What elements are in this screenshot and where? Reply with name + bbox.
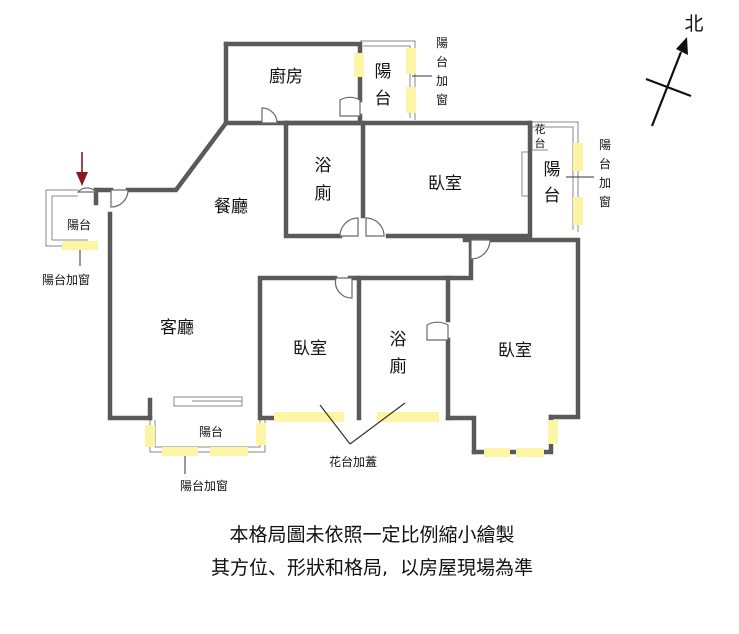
door [365, 217, 385, 237]
bath-1-label: 廁 [315, 183, 332, 204]
walls [93, 41, 581, 455]
flower-bed-cover-lines [319, 402, 406, 445]
balcony-top-label: 台 [375, 89, 392, 109]
door [470, 239, 491, 260]
bath-2-label: 廁 [390, 356, 407, 377]
window [573, 197, 583, 225]
window [548, 420, 558, 444]
balcony-window-right-note: 陽 [599, 138, 611, 152]
door [110, 189, 129, 208]
flower-bed-cover-note: 花台加蓋 [329, 454, 377, 469]
window [145, 425, 155, 447]
door [76, 187, 98, 193]
balcony-left-label: 陽台 [67, 217, 91, 232]
dining-label: 餐廳 [214, 197, 248, 217]
balcony-window-right-note: 台 [599, 156, 611, 171]
bedroom-top-label: 臥室 [428, 174, 462, 194]
leader-lines [79, 75, 594, 474]
north-label: 北 [684, 13, 703, 35]
flower-bed-label: 花 [535, 123, 546, 136]
kitchen-label: 廚房 [269, 66, 303, 87]
balcony-outlines [45, 40, 579, 453]
flower-bed-label: 台 [535, 136, 546, 150]
balcony-window-top-note: 窗 [436, 93, 448, 107]
window [354, 53, 364, 77]
disclaimer-caption: 本格局圖未依照一定比例縮小繪製 其方位、形狀和格局, 以房屋現場為準 [211, 524, 533, 579]
balcony-bottom-label: 陽台 [199, 424, 223, 439]
window [573, 143, 583, 171]
compass-icon: 北 [645, 13, 704, 127]
balcony-window-top-note: 台 [436, 54, 448, 69]
balcony-window-bottom-note: 陽台加窗 [180, 478, 228, 493]
window [516, 448, 544, 457]
living-label: 客廳 [160, 318, 194, 338]
balcony-window-right-note: 窗 [599, 195, 611, 209]
balcony-right-label: 台 [544, 186, 561, 206]
bedroom-mid-label: 臥室 [293, 339, 327, 359]
window [256, 423, 266, 445]
window [274, 412, 344, 422]
window [406, 48, 416, 74]
balcony-window-right-note: 加 [599, 176, 611, 190]
window [484, 448, 510, 457]
bath-1-label: 浴 [315, 156, 332, 176]
window [377, 412, 439, 422]
notes: 陽 台 加 窗 陽 台 加 窗 陽台加窗 陽台加窗 花台加蓋 [42, 36, 611, 493]
caption-line-2: 其方位、形狀和格局, 以房屋現場為準 [211, 557, 533, 579]
door [334, 277, 353, 299]
door [339, 96, 361, 117]
balcony-window-left-note: 陽台加窗 [42, 272, 90, 287]
bath-2-label: 浴 [390, 330, 407, 350]
caption-line-1: 本格局圖未依照一定比例縮小繪製 [229, 524, 514, 546]
balcony-window-top-note: 陽 [436, 36, 448, 50]
bedroom-right-label: 臥室 [498, 341, 532, 361]
balcony-top-label: 陽 [375, 62, 392, 82]
windows [62, 48, 583, 457]
doors [76, 96, 491, 341]
window [210, 447, 248, 456]
window [406, 87, 416, 113]
window [62, 241, 98, 250]
entry-arrow-icon [76, 152, 88, 186]
door [339, 217, 359, 237]
room-labels: 廚房 陽 台 浴 廁 臥室 花 台 陽 台 餐廳 陽台 客廳 臥室 浴 廁 臥室… [67, 62, 561, 439]
door [426, 321, 449, 341]
balcony-right-label: 陽 [544, 160, 561, 180]
balcony-window-top-note: 加 [436, 74, 448, 88]
window [162, 447, 198, 456]
door [261, 107, 278, 124]
